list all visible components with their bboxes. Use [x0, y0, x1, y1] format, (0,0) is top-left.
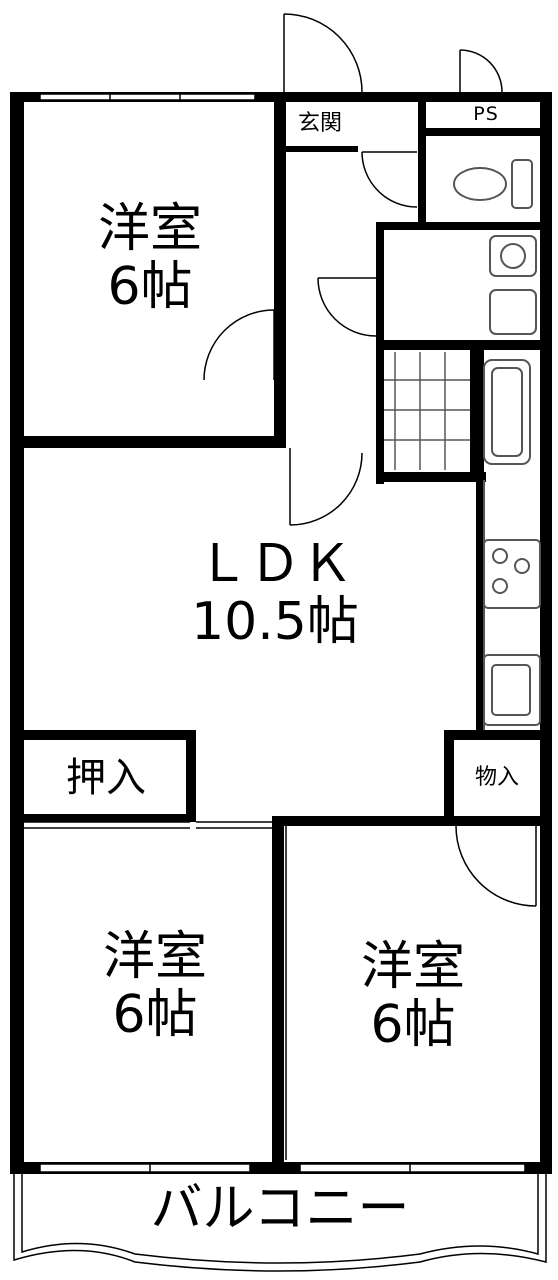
room-label-western-bottom-left: 洋室 6帖 — [60, 927, 250, 1046]
washing-machine-icon — [489, 289, 537, 335]
room-name: 物入 — [474, 765, 519, 790]
room-size: 6帖 — [370, 995, 456, 1056]
basin-icon — [489, 235, 537, 277]
toilet-tank-icon — [511, 159, 533, 209]
room-label-entrance: 玄関 — [284, 111, 356, 137]
balcony — [13, 1174, 547, 1272]
room-label-closet: 押入 — [26, 756, 186, 801]
room-label-western-bottom-right: 洋室 6帖 — [318, 937, 508, 1056]
room-size: 6帖 — [112, 985, 198, 1046]
room-name: 押入 — [66, 755, 146, 801]
room-name: PS — [473, 103, 499, 125]
sliding-doors — [24, 821, 287, 1160]
bathroom-floor-grid — [384, 352, 470, 470]
toilet-icon — [453, 167, 507, 201]
room-label-ldk: ＬＤＫ 10.5帖 — [140, 534, 410, 653]
room-size: 6帖 — [107, 257, 193, 318]
room-name: 玄関 — [297, 111, 342, 136]
room-name: 洋室 — [102, 927, 207, 987]
doors — [203, 13, 537, 907]
room-label-ps: PS — [436, 103, 536, 125]
room-name: ＬＤＫ — [196, 534, 353, 594]
room-label-storage: 物入 — [454, 765, 540, 791]
room-label-balcony: バルコニー — [80, 1180, 480, 1238]
room-name: 洋室 — [97, 199, 202, 259]
room-name: 洋室 — [360, 937, 465, 997]
windows — [39, 93, 526, 1173]
bathtub-icon — [483, 359, 531, 465]
fixtures — [453, 159, 541, 730]
room-label-western-top: 洋室 6帖 — [60, 199, 240, 318]
room-name: バルコニー — [150, 1179, 410, 1239]
room-size: 10.5帖 — [191, 592, 359, 653]
stove-icon — [483, 539, 541, 609]
